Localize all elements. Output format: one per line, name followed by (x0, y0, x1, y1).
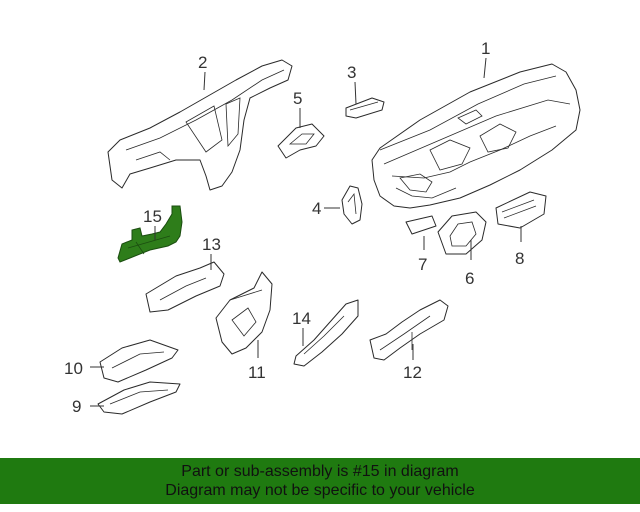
part-3-trim[interactable] (345, 97, 385, 119)
callout-1: 1 (481, 39, 490, 58)
banner-line-2: Diagram may not be specific to your vehi… (165, 482, 475, 499)
callout-10: 10 (64, 359, 83, 378)
callout-5: 5 (293, 89, 302, 108)
callout-11: 11 (248, 363, 266, 382)
part-9-cover[interactable] (97, 381, 181, 415)
info-banner: Part or sub-assembly is #15 in diagram D… (0, 458, 640, 504)
callout-2: 2 (198, 53, 207, 72)
part-13-bracket[interactable] (145, 261, 225, 313)
callout-12: 12 (403, 363, 422, 382)
part-14-strap[interactable] (293, 299, 359, 367)
callout-14: 14 (292, 309, 311, 328)
leader-lines (90, 57, 522, 407)
part-8-right-vent[interactable] (495, 191, 547, 229)
part-10-cover[interactable] (99, 339, 179, 383)
part-4-side-vent[interactable] (341, 185, 363, 225)
part-7-clip[interactable] (405, 215, 437, 235)
part-6-bezel[interactable] (437, 211, 487, 255)
part-11-knee[interactable] (215, 271, 273, 355)
part-5-vent[interactable] (277, 123, 325, 159)
callout-numbers: 1 2 3 4 5 6 7 8 9 10 11 12 13 14 15 (64, 39, 524, 416)
callout-9: 9 (72, 397, 81, 416)
callout-15: 15 (143, 207, 162, 226)
part-1-dashboard[interactable] (371, 63, 581, 209)
callout-13: 13 (202, 235, 221, 254)
part-2-beam[interactable] (107, 59, 293, 191)
callout-4: 4 (312, 199, 321, 218)
callout-6: 6 (465, 269, 474, 288)
parts-diagram: 1 2 3 4 5 6 7 8 9 10 11 12 13 14 15 (64, 39, 581, 416)
banner-line-1: Part or sub-assembly is #15 in diagram (181, 463, 459, 480)
callout-3: 3 (347, 63, 356, 82)
callout-7: 7 (418, 255, 427, 274)
callout-8: 8 (515, 249, 524, 268)
part-15-bracket[interactable] (117, 205, 183, 263)
part-12-panel[interactable] (369, 299, 449, 361)
